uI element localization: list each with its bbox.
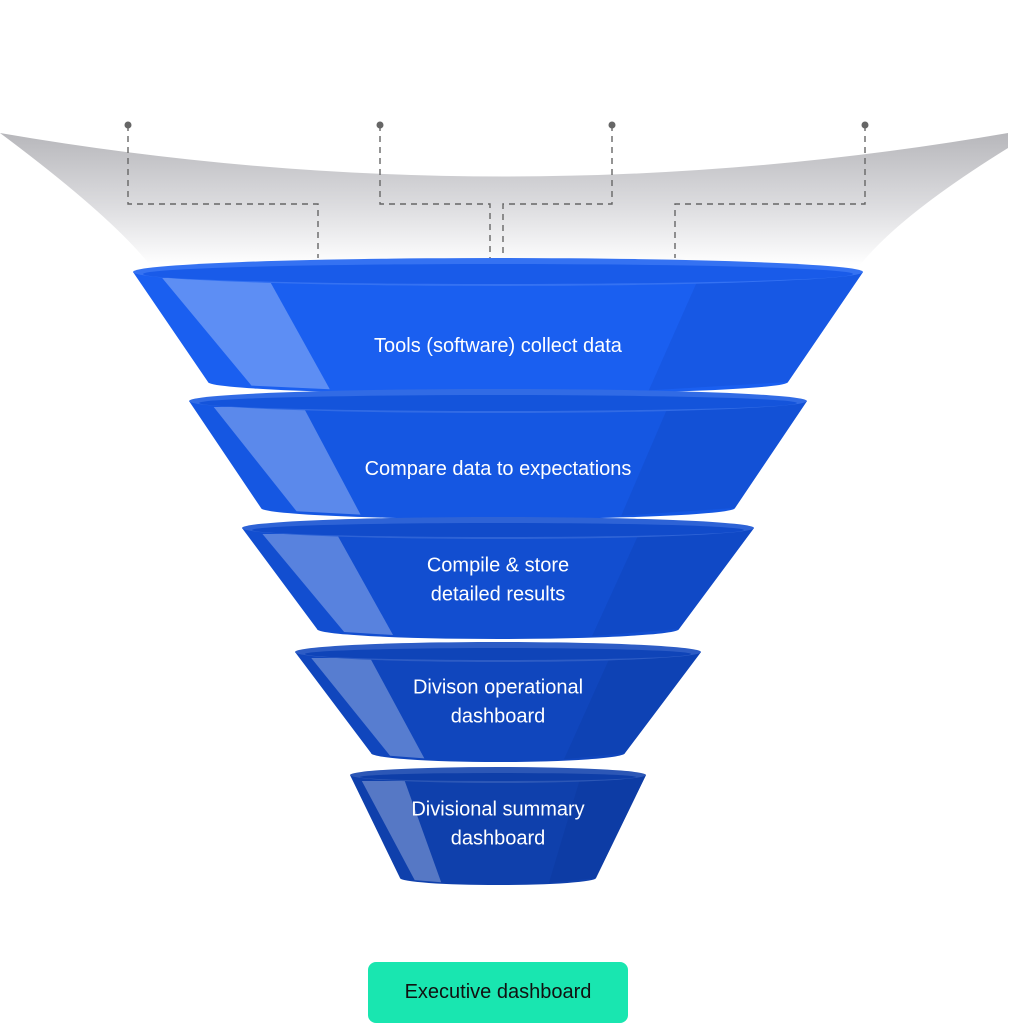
executive-dashboard-button[interactable]: Executive dashboard	[368, 962, 628, 1023]
funnel-stage-4: Divison operational dashboard	[295, 642, 701, 762]
stage-label: detailed results	[431, 584, 566, 606]
connector-dot	[608, 121, 616, 129]
stage-rim-inner	[305, 648, 691, 660]
stage-shade	[548, 775, 646, 883]
connector-dots	[124, 121, 869, 129]
stage-label: Divison operational	[413, 677, 583, 699]
stage-label: Compare data to expectations	[365, 458, 632, 480]
connector-dot	[376, 121, 384, 129]
stage-highlight	[162, 278, 330, 390]
stage-shade	[621, 401, 807, 516]
stage-rim-inner	[199, 395, 797, 411]
executive-dashboard-label: Executive dashboard	[404, 981, 592, 1003]
stage-highlight	[311, 658, 425, 759]
funnel-stage-5: Divisional summary dashboard	[350, 767, 646, 885]
connector-dot	[861, 121, 869, 129]
stage-shade	[564, 652, 701, 760]
funnel-mouth	[0, 133, 1008, 265]
stage-shade	[592, 528, 754, 636]
stage-rim-inner	[252, 523, 744, 537]
connector-line	[379, 125, 491, 258]
funnel-stage-3: Compile & store detailed results	[242, 517, 754, 639]
stage-highlight	[262, 534, 394, 635]
stage-label: Divisional summary	[411, 799, 584, 821]
funnel-stage-2: Compare data to expectations	[189, 389, 807, 519]
stage-highlight	[213, 407, 361, 515]
stage-label: dashboard	[451, 706, 546, 728]
funnel-stage-1: Tools (software) collect data	[133, 258, 863, 394]
stage-shade	[648, 272, 863, 391]
connector-dot	[124, 121, 132, 129]
stage-highlight	[361, 781, 442, 883]
input-connectors	[127, 125, 866, 258]
stage-label: Tools (software) collect data	[374, 335, 623, 357]
stage-label: dashboard	[451, 828, 546, 850]
stage-rim-inner	[360, 773, 636, 781]
connector-line	[502, 125, 613, 258]
stage-rim-inner	[143, 264, 853, 284]
stage-label: Compile & store	[427, 555, 569, 577]
